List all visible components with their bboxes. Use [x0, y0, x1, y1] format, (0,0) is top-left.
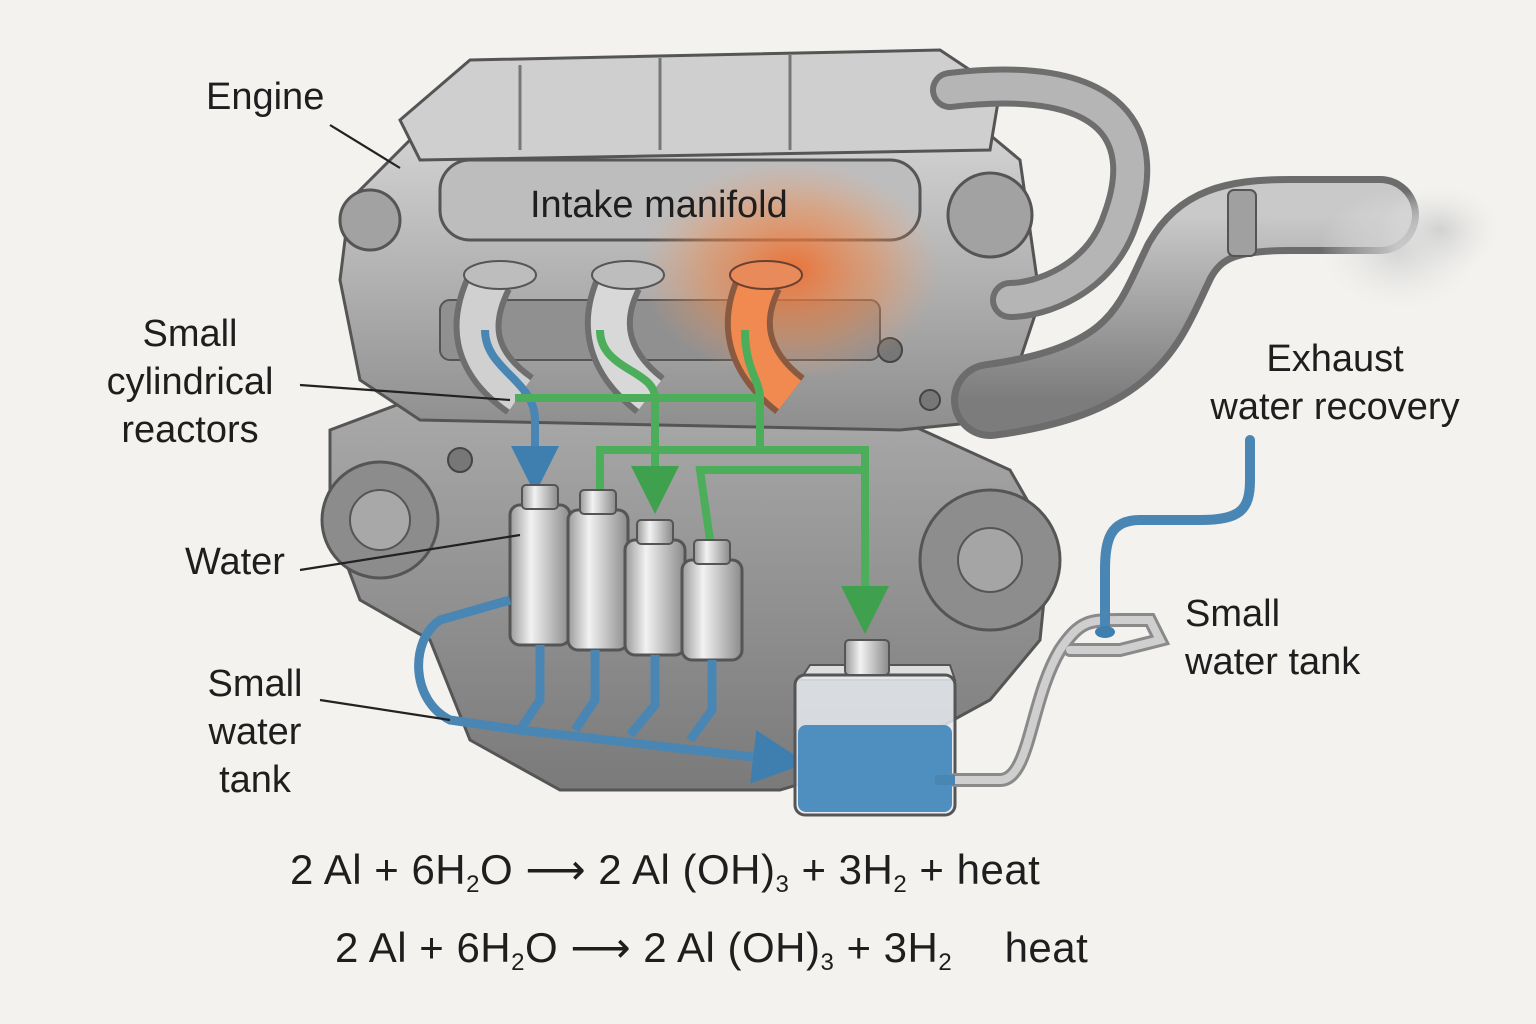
label-intake-manifold: Intake manifold	[530, 184, 788, 226]
label-reactors-line3: reactors	[121, 409, 259, 451]
label-tank-left-line1: Small	[207, 663, 303, 705]
equation-2: 2 Al + 6H2O ⟶ 2 Al (OH)3 + 3H2 heat	[335, 923, 1088, 977]
equation-1: 2 Al + 6H2O ⟶ 2 Al (OH)3 + 3H2 + heat	[290, 845, 1040, 899]
eq1-lhs-b: 6H	[411, 846, 467, 893]
eq1-rhs-a-sub: 3	[775, 871, 790, 898]
eq2-rhs-a: 2 Al (OH)	[643, 924, 821, 971]
eq1-lhs-b-sub: 2	[466, 871, 480, 898]
eq1-lhs-b-end: O	[480, 846, 514, 893]
label-reactors-line2: cylindrical	[106, 361, 274, 403]
eq1-rhs-b-sub: 2	[893, 871, 908, 898]
label-exhaust-water-recovery: Exhaust water recovery	[1185, 335, 1485, 431]
label-small-water-tank-left: Small water tank	[190, 660, 320, 804]
label-water: Water	[185, 541, 285, 583]
water-feed-line	[481, 329, 559, 494]
eq1-plus2: +	[801, 846, 827, 893]
reactor-cylinders	[508, 484, 744, 662]
label-exhaust-line1: Exhaust	[1266, 338, 1404, 380]
eq2-rhs-c: heat	[1004, 924, 1089, 971]
eq1-rhs-a: 2 Al (OH)	[598, 846, 776, 893]
label-reactors: Small cylindrical reactors	[90, 310, 290, 454]
label-tank-left-line2: water	[208, 711, 302, 753]
eq2-plus2: +	[846, 924, 872, 971]
intake-runners	[453, 260, 806, 415]
eq2-lhs-b-end: O	[525, 924, 559, 971]
eq1-rhs-b: 3H	[838, 846, 894, 893]
reactor-2	[566, 489, 630, 652]
reactor-3	[623, 519, 687, 657]
label-engine: Engine	[206, 76, 325, 118]
eq2-lhs-b-sub: 2	[511, 949, 525, 976]
eq2-rhs-a-sub: 3	[820, 949, 835, 976]
eq2-rhs-b-sub: 2	[938, 949, 953, 976]
reactor-4	[680, 539, 744, 662]
label-small-water-tank-right: Small water tank	[1185, 590, 1360, 686]
hydrogen-lines	[515, 329, 889, 634]
eq2-lhs-b: 6H	[456, 924, 512, 971]
reactor-1	[508, 484, 572, 647]
eq2-arrow: ⟶	[570, 924, 632, 971]
exhaust-recovery-line	[935, 435, 1255, 787]
water-tank-center	[793, 639, 957, 817]
eq1-plus1: +	[374, 846, 400, 893]
eq1-rhs-c: heat	[956, 846, 1041, 893]
label-exhaust-line2: water recovery	[1210, 386, 1460, 428]
label-tank-right-line1: Small	[1185, 593, 1281, 635]
label-tank-right-line2: water tank	[1185, 641, 1361, 683]
eq1-arrow: ⟶	[525, 846, 587, 893]
eq2-plus1: +	[419, 924, 445, 971]
label-tank-left-line3: tank	[219, 759, 291, 801]
exhaust-pipe	[951, 176, 1500, 439]
eq2-rhs-b: 3H	[883, 924, 939, 971]
eq1-plus3: +	[919, 846, 945, 893]
eq1-lhs-a: 2 Al	[290, 846, 363, 893]
eq2-lhs-a: 2 Al	[335, 924, 408, 971]
label-reactors-line1: Small	[142, 313, 238, 355]
leader-lines	[299, 124, 521, 722]
